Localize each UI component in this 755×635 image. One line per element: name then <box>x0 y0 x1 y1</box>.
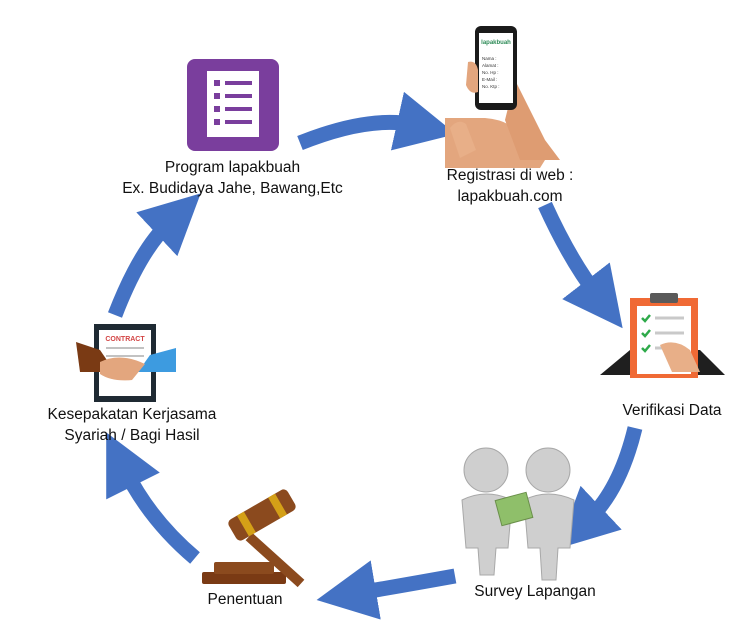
step-label-penentuan: Penentuan <box>190 589 300 610</box>
clipboard-checklist-icon <box>600 293 725 378</box>
step-label-verifikasi: Verifikasi Data <box>607 400 737 421</box>
cycle-arrows <box>106 91 643 620</box>
gavel-icon <box>202 489 305 588</box>
step-label-program-line2: Ex. Budidaya Jahe, Bawang,Etc <box>122 180 343 197</box>
step-label-kesepakatan-line2: Syariah / Bagi Hasil <box>64 427 200 444</box>
step-label-kesepakatan: Kesepakatan Kerjasama Syariah / Bagi Has… <box>32 404 232 446</box>
step-label-registrasi-line1: Registrasi di web : <box>446 167 574 184</box>
phone-field-3: E-Mail : <box>482 77 497 82</box>
arrow-penentuan-to-kesepakatan <box>106 432 200 564</box>
arrow-program-to-registrasi <box>297 91 457 151</box>
form-list-icon <box>187 59 279 151</box>
contract-handshake-icon: CONTRACT <box>76 324 176 402</box>
step-label-survey: Survey Lapangan <box>460 581 610 602</box>
step-label-kesepakatan-line1: Kesepakatan Kerjasama <box>47 406 217 423</box>
phone-field-4: No. Ktp : <box>482 84 500 89</box>
step-label-registrasi-line2: lapakbuah.com <box>457 188 563 205</box>
step-label-penentuan-line1: Penentuan <box>207 591 283 608</box>
arrow-registrasi-to-verifikasi <box>538 201 623 329</box>
step-label-survey-line1: Survey Lapangan <box>474 583 596 600</box>
phone-field-2: No. Hp : <box>482 70 499 75</box>
arrow-verifikasi-to-survey <box>557 426 643 549</box>
contract-heading: CONTRACT <box>105 336 145 343</box>
two-people-survey-icon <box>461 447 575 581</box>
step-label-registrasi: Registrasi di web : lapakbuah.com <box>430 165 590 207</box>
phone-field-1: Alamat : <box>482 63 499 68</box>
step-label-program-line1: Program lapakbuah <box>164 159 301 176</box>
phone-logo: lapakbuah <box>481 40 511 46</box>
step-label-verifikasi-line1: Verifikasi Data <box>622 402 722 419</box>
phone-field-0: Nama : <box>482 56 497 61</box>
step-label-program: Program lapakbuah Ex. Budidaya Jahe, Baw… <box>110 157 355 199</box>
arrow-survey-to-penentuan <box>316 560 457 620</box>
arrow-kesepakatan-to-program <box>108 193 201 318</box>
phone-hand-icon: lapakbuah Nama : Alamat : No. Hp : E-Mai… <box>445 26 560 168</box>
